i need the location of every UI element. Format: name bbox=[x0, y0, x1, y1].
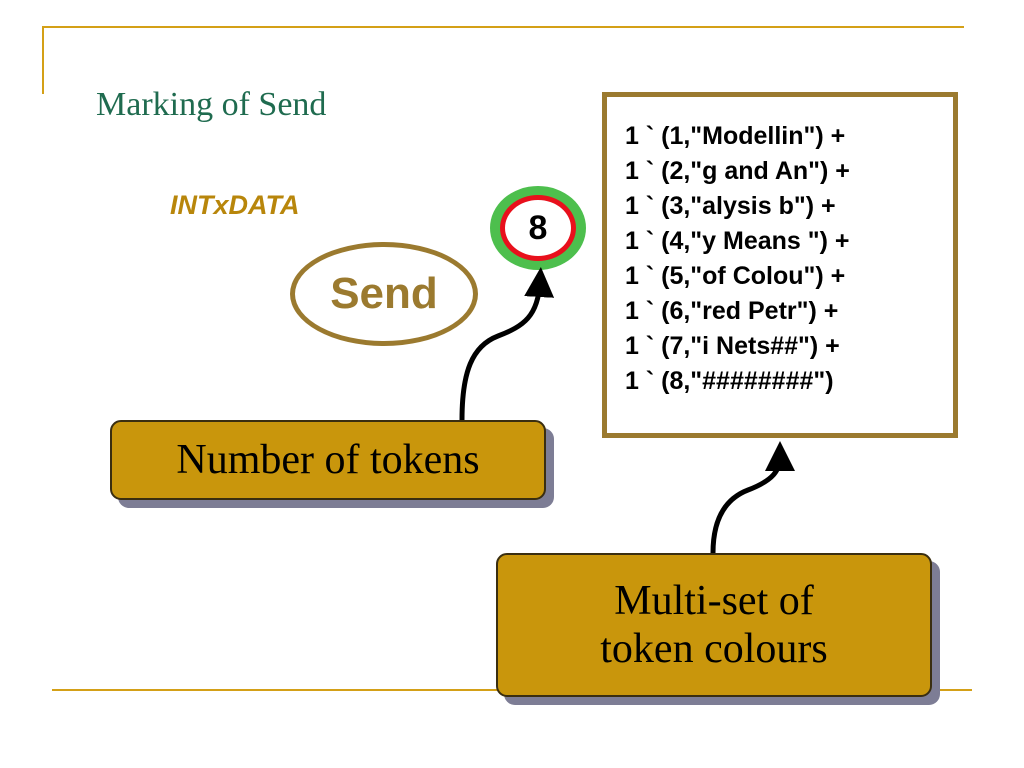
callout-tokens-text: Number of tokens bbox=[176, 437, 480, 483]
place-name: Send bbox=[330, 269, 438, 318]
callout-colours-line: Multi-set of bbox=[614, 578, 814, 624]
colour-set-label: INTxDATA bbox=[170, 190, 300, 220]
arrow-to-multiset bbox=[710, 441, 795, 554]
top-rule bbox=[42, 26, 964, 28]
multiset-line: 1 ` (5,"of Colou") + bbox=[625, 262, 846, 290]
multiset-line: 1 ` (7,"i Nets##") + bbox=[625, 332, 840, 360]
token-count-value: 8 bbox=[528, 208, 548, 247]
multiset-line: 1 ` (8,"########") bbox=[625, 367, 834, 395]
multiset-line: 1 ` (3,"alysis b") + bbox=[625, 192, 836, 220]
slide-title: Marking of Send bbox=[96, 86, 327, 123]
callout-token-colours: Multi-set of token colours bbox=[496, 553, 932, 697]
multiset-box: 1 ` (1,"Modellin") + 1 ` (2,"g and An") … bbox=[602, 92, 958, 438]
callout-number-of-tokens: Number of tokens bbox=[110, 420, 546, 500]
callout-colours-line: token colours bbox=[600, 626, 828, 672]
token-count-badge: 8 bbox=[500, 195, 576, 261]
place-send: Send bbox=[290, 242, 478, 346]
multiset-line: 1 ` (4,"y Means ") + bbox=[625, 227, 850, 255]
left-rule bbox=[42, 26, 44, 94]
multiset-line: 1 ` (2,"g and An") + bbox=[625, 157, 850, 185]
multiset-line: 1 ` (6,"red Petr") + bbox=[625, 297, 839, 325]
multiset-line: 1 ` (1,"Modellin") + bbox=[625, 122, 846, 150]
